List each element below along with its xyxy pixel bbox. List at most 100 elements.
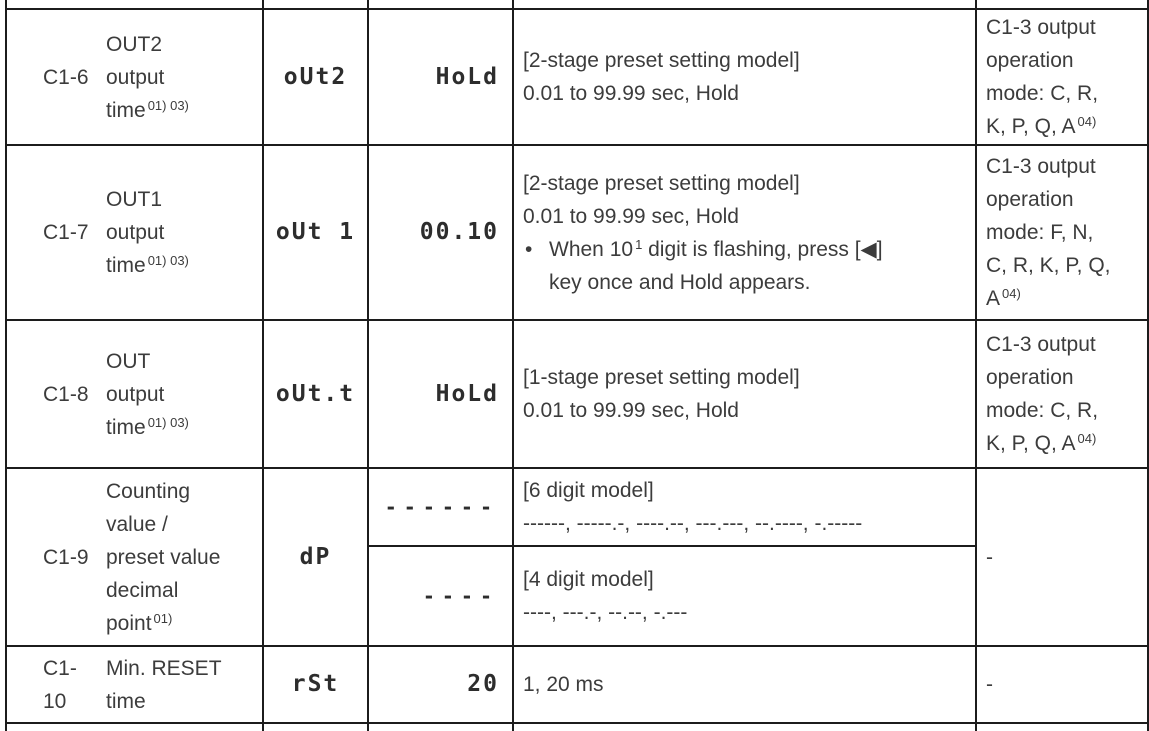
setting-range-line: key once and Hold appears. [549,270,811,294]
cell-display-value: ---- [367,545,514,647]
clipped-cell [5,722,264,731]
note-line: - [986,545,993,569]
setting-range-line: [6 digit model] [523,479,654,502]
table-row: C1-10 Min. RESET time rSt 20 1, 20 ms - [5,645,1149,724]
note-line: operation [986,188,1074,211]
note-line: mode: C, R, [986,82,1099,105]
seven-segment-code: oUt2 [283,63,348,90]
note-line: operation [986,49,1074,72]
param-name-line: output [106,65,165,89]
table-row: ---- [4 digit model] ----, ---.-, --.--,… [6,545,1148,647]
cell-display-code: oUt.t [262,319,369,469]
cell-note: - [975,467,1149,647]
cell-param-id: C1-9 [5,467,96,647]
seven-segment-code: oUt 1 [275,219,356,245]
setting-range-line: [2-stage preset setting model] [523,49,800,72]
clipped-cell [262,0,369,10]
setting-range-line: [2-stage preset setting model] [523,171,800,195]
cell-display-code: oUt2 [262,8,369,146]
clipped-cell [975,0,1149,10]
note-line: operation [986,366,1074,389]
clipped-cell [262,722,369,731]
seven-segment-code: dP [299,543,332,570]
table-row: C1-9 Counting value / preset value decim… [5,467,1149,647]
seven-segment-value: ------ [384,494,499,519]
setting-range-line: 0.01 to 99.99 sec, Hold [523,399,739,422]
footnote-ref: 04) [1002,286,1021,301]
cell-param-id: C1-7 [5,144,96,321]
cell-display-value: ------ [367,467,514,547]
param-name-line: time [106,689,146,713]
setting-range-line: 0.01 to 99.99 sec, Hold [523,82,739,105]
clipped-cell [975,722,1149,731]
cell-param-id: C1-10 [5,645,96,724]
param-name-line: OUT1 [106,188,163,211]
note-line: - [986,673,993,696]
cell-setting-range: [6 digit model] ------, -----.-, ----.--… [512,467,977,547]
cell-display-value: HoLd [367,319,514,469]
setting-range-line: [1-stage preset setting model] [523,366,800,389]
param-name-line: output [106,221,165,244]
table-row-clipped-bottom [5,722,1149,731]
param-name-line: Counting [106,479,191,503]
cell-param-id: C1-6 [5,8,96,146]
param-id: C1-6 [43,65,89,89]
setting-range-line: ------, -----.-, ----.--, ---.---, --.--… [523,512,863,535]
note-line: C1-3 output [986,16,1096,39]
seven-segment-value: HoLd [435,380,499,407]
footnote-ref: 01) 03) [147,414,189,430]
cell-note: C1-3 output operation mode: C, R, K, P, … [975,319,1149,469]
param-name-line: OUT2 [106,32,163,56]
setting-range-line: 0.01 to 99.99 sec, Hold [523,204,739,228]
cell-note: - [975,645,1149,724]
cell-setting-range: [2-stage preset setting model] 0.01 to 9… [512,8,977,146]
cell-note: C1-3 output operation mode: C, R, K, P, … [975,8,1149,146]
clipped-cell [367,722,514,731]
param-name-line: output [106,382,165,406]
cell-param-name: Counting value / preset value decimal po… [96,467,264,647]
param-id: C1-8 [43,382,89,406]
seven-segment-value: 20 [467,671,499,697]
note-line: C1-3 output [986,333,1096,356]
cell-display-code: dP [262,467,369,647]
param-name-line: Min. RESET [106,656,222,680]
seven-segment-value: HoLd [435,63,499,90]
cell-display-value: HoLd [367,8,514,146]
exponent: 1 [635,236,643,252]
cell-setting-range: [2-stage preset setting model] 0.01 to 9… [512,144,977,321]
clipped-cell [512,0,977,10]
note-line: C, R, K, P, Q, [986,254,1111,277]
footnote-ref: 04) [1077,431,1097,446]
footnote-ref: 01) [153,610,173,626]
param-id: C1-7 [43,221,89,244]
setting-range-line: [4 digit model] [523,568,654,591]
setting-range-line: 1, 20 ms [523,673,604,696]
param-name-line: preset value [106,545,221,569]
seven-segment-code: rSt [291,671,340,697]
cell-param-name: Min. RESET time [96,645,264,724]
bullet-icon: • [525,237,533,261]
cell-display-value: 20 [367,645,514,724]
cell-setting-range: [1-stage preset setting model] 0.01 to 9… [512,319,977,469]
cell-display-code: oUt 1 [262,144,369,321]
cell-note: C1-3 output operation mode: F, N, C, R, … [975,144,1149,321]
cell-setting-range: 1, 20 ms [512,645,977,724]
param-id: C1-10 [43,656,77,713]
seven-segment-value: 00.10 [419,219,499,245]
footnote-ref: 01) 03) [147,97,189,113]
note-line: mode: C, R, [986,399,1099,422]
footnote-ref: 01) 03) [147,253,189,268]
param-name-line: decimal [106,578,179,602]
clipped-cell [512,722,977,731]
